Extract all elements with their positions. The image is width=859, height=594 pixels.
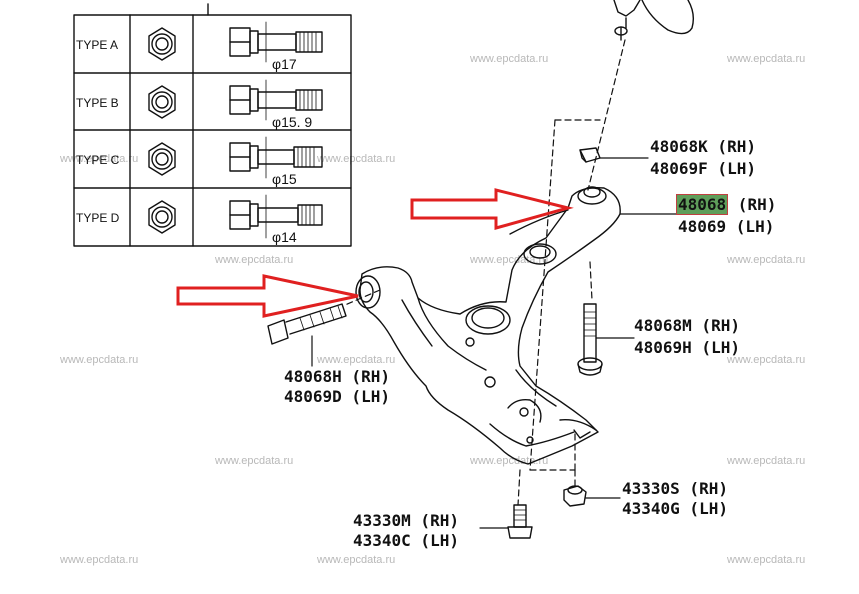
nut-icon (148, 85, 176, 119)
watermark: www.epcdata.ru (317, 554, 396, 566)
ball-joint-top (613, 0, 695, 41)
watermark: www.epcdata.ru (727, 554, 806, 566)
watermark: www.epcdata.ru (317, 153, 396, 165)
type-a-label: TYPE A (76, 38, 119, 52)
watermark: www.epcdata.ru (60, 153, 139, 165)
arrow-upper (410, 188, 574, 230)
bolt-icon (229, 21, 323, 63)
type-b-label: TYPE B (76, 96, 119, 110)
bottom-nut-part (563, 485, 587, 507)
watermark: www.epcdata.ru (470, 53, 549, 65)
watermark: www.epcdata.ru (727, 53, 806, 65)
part-label-48069d[interactable]: 48069D (LH) (284, 387, 390, 406)
type-d-label: TYPE D (76, 211, 120, 225)
bolt-icon (229, 136, 323, 179)
center-lines (344, 39, 626, 506)
front-bolt-part (267, 303, 347, 345)
part-label-48069f[interactable]: 48069F (LH) (650, 159, 756, 178)
control-arm (355, 186, 621, 465)
diameter-d: φ14 (272, 229, 297, 245)
nut-icon (148, 200, 176, 234)
nut-icon (148, 27, 176, 61)
diameter-c: φ15 (272, 171, 297, 187)
vertical-bolt-part (577, 303, 603, 376)
diameter-a: φ17 (272, 56, 297, 72)
leader-lines (311, 157, 677, 529)
watermark: www.epcdata.ru (60, 554, 139, 566)
part-label-48068[interactable]: 48068 (RH) (676, 194, 776, 215)
highlighted-part-number[interactable]: 48068 (676, 194, 729, 215)
part-label-48069[interactable]: 48069 (LH) (678, 217, 775, 236)
part-label-48068m[interactable]: 48068M (RH) (634, 316, 740, 335)
watermark: www.epcdata.ru (470, 254, 549, 266)
watermark: www.epcdata.ru (727, 254, 806, 266)
part-label-43330m[interactable]: 43330M (RH) (353, 511, 459, 530)
watermark: www.epcdata.ru (215, 254, 294, 266)
arrow-lower (176, 274, 359, 318)
watermark: www.epcdata.ru (215, 455, 294, 467)
bolt-type-table (73, 3, 352, 247)
watermark: www.epcdata.ru (727, 354, 806, 366)
watermark: www.epcdata.ru (317, 354, 396, 366)
bolt-icon (229, 194, 323, 239)
nut-icon (148, 142, 176, 176)
part-label-48068h[interactable]: 48068H (RH) (284, 367, 390, 386)
watermark: www.epcdata.ru (60, 354, 139, 366)
bottom-bolt-part (507, 504, 533, 539)
type-c-label: TYPE C (76, 153, 120, 167)
nut-top-part (579, 147, 601, 163)
part-label-43340g[interactable]: 43340G (LH) (622, 499, 728, 518)
part-side: (RH) (728, 195, 777, 214)
bolt-icon (229, 79, 323, 121)
part-label-48068k[interactable]: 48068K (RH) (650, 137, 756, 156)
part-label-48069h[interactable]: 48069H (LH) (634, 338, 740, 357)
watermark: www.epcdata.ru (727, 455, 806, 467)
part-label-43340c[interactable]: 43340C (LH) (353, 531, 459, 550)
part-label-43330s[interactable]: 43330S (RH) (622, 479, 728, 498)
diameter-b: φ15. 9 (272, 114, 313, 130)
